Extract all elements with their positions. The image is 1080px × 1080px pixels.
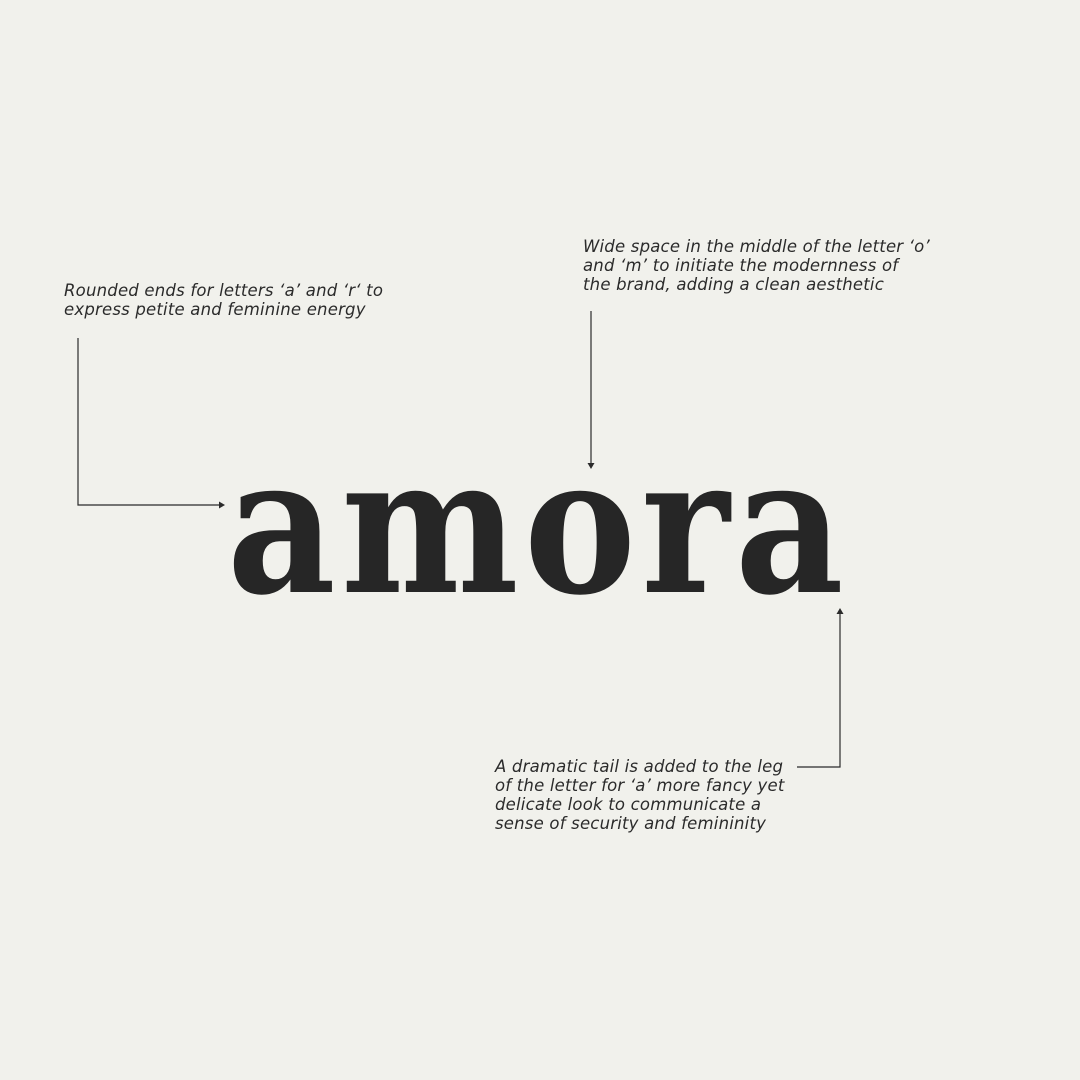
wordmark-text: amora xyxy=(227,414,849,637)
connector-rounded-ends xyxy=(77,338,221,506)
annotation-line: express petite and feminine energy xyxy=(64,300,366,319)
annotation-line: Wide space in the middle of the letter ‘… xyxy=(583,237,930,256)
arrowhead-up-icon xyxy=(836,608,844,614)
arrowhead-down-icon xyxy=(587,463,595,469)
annotation-rounded-ends: Rounded ends for letters ‘a’ and ‘r‘ to … xyxy=(64,281,383,319)
annotation-line: of the letter for ‘a’ more fancy yet xyxy=(495,776,785,795)
annotation-wide-space: Wide space in the middle of the letter ‘… xyxy=(583,237,930,294)
annotation-dramatic-tail: A dramatic tail is added to the leg of t… xyxy=(495,757,785,833)
annotation-line: A dramatic tail is added to the leg xyxy=(495,757,784,776)
connector-dramatic-tail xyxy=(797,612,841,768)
annotation-line: Rounded ends for letters ‘a’ and ‘r‘ to xyxy=(64,281,384,300)
annotation-line: delicate look to communicate a xyxy=(495,795,762,814)
annotation-line: and ‘m’ to initiate the modernness of xyxy=(583,256,899,275)
annotation-line: sense of security and femininity xyxy=(495,814,767,833)
annotation-line: the brand, adding a clean aesthetic xyxy=(583,275,884,294)
arrowhead-right-icon xyxy=(219,501,225,509)
